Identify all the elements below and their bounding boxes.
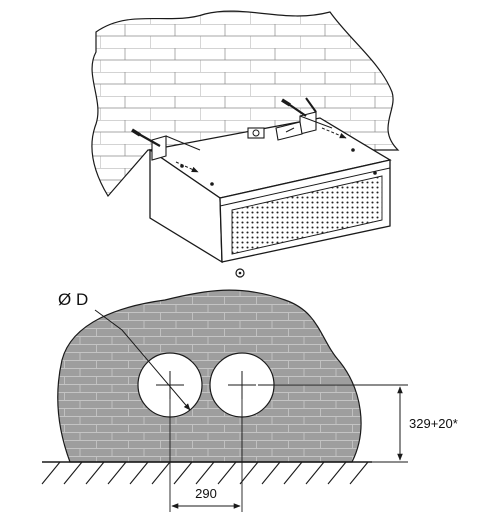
diameter-label: Ø D [58,290,88,309]
height-label: 329+20* [409,416,458,431]
wall-mount-illustration [91,10,400,278]
brick-wall-section [57,289,362,463]
wall-screw-left [131,128,161,147]
diameter-leader [94,309,191,411]
pipe-hole-diagram: Ø D 290 329+20* [41,289,458,512]
wall-screw-right [281,98,307,117]
wall-screw-right-2 [305,97,317,113]
wall-bracket-left [151,135,167,161]
spacing-label: 290 [195,486,217,501]
perforated-grille [231,175,383,255]
ground-hatch [41,461,369,485]
wall-bracket-right [299,111,317,135]
top-fitting [247,121,303,141]
